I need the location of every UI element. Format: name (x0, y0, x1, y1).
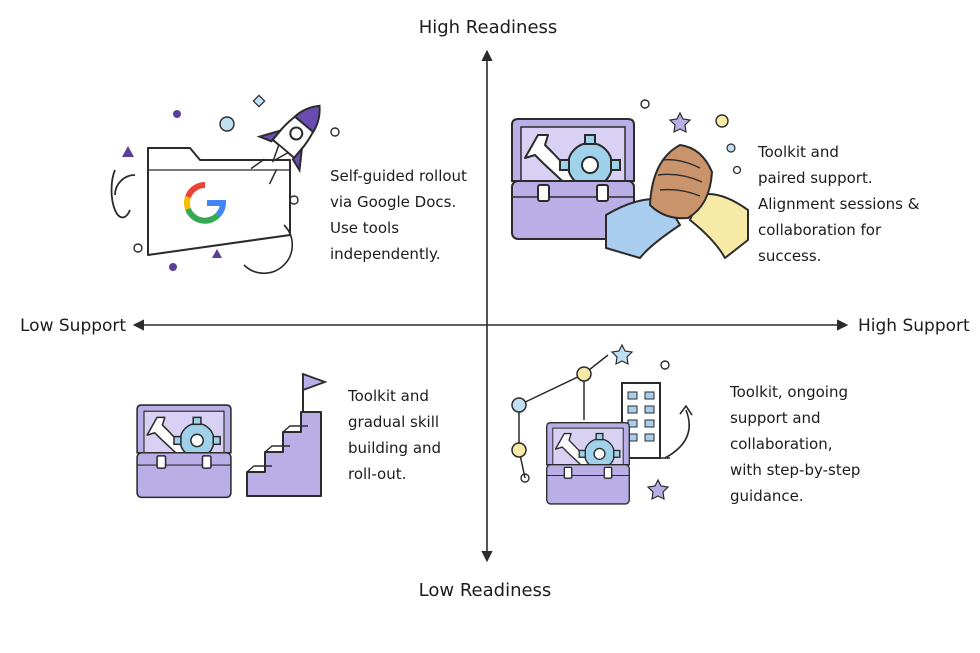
toolbox-handshake-icon (511, 99, 749, 259)
quadrant-bottom-right-text: Toolkit, ongoing support and collaborati… (730, 379, 860, 509)
quadrant-text-line: Toolkit, ongoing (730, 383, 848, 401)
quadrant-text-line: guidance. (730, 487, 804, 505)
quadrant-text-line: paired support. (758, 169, 873, 187)
quadrant-text-line: Self-guided rollout (330, 167, 467, 185)
quadrant-text-line: gradual skill (348, 413, 440, 431)
quadrant-top-left-text: Self-guided rollout via Google Docs. Use… (330, 163, 467, 267)
quadrant-text-line: Alignment sessions & (758, 195, 920, 213)
quadrant-text-line: via Google Docs. (330, 193, 457, 211)
axis-label-high-support: High Support (858, 316, 970, 336)
quadrant-text-line: Use tools (330, 219, 400, 237)
quadrant-text-line: collaboration for (758, 221, 882, 239)
quadrant-text-line: Toolkit and (758, 143, 839, 161)
quadrant-text-line: success. (758, 247, 822, 265)
quadrant-text-line: with step-by-step (730, 461, 861, 479)
quadrant-text-line: building and (348, 439, 442, 457)
quadrant-text-line: Toolkit and (348, 387, 429, 405)
toolbox-building-network-icon (511, 343, 693, 505)
quadrant-top-right-text: Toolkit and paired support. Alignment se… (758, 139, 919, 269)
quadrant-bottom-left-text: Toolkit and gradual skill building and r… (348, 383, 441, 487)
axis-label-low-readiness: Low Readiness (418, 580, 552, 601)
axis-label-high-readiness: High Readiness (418, 17, 558, 38)
quadrant-text-line: roll-out. (348, 465, 407, 483)
quadrant-text-line: independently. (330, 245, 441, 263)
quadrant-text-line: collaboration, (730, 435, 833, 453)
axis-label-low-support: Low Support (20, 316, 127, 336)
rocket-folder-google-icon (110, 94, 340, 275)
google-logo-icon (183, 181, 227, 224)
quadrant-text-line: support and (730, 409, 821, 427)
toolbox-stairs-flag-icon (136, 372, 328, 499)
